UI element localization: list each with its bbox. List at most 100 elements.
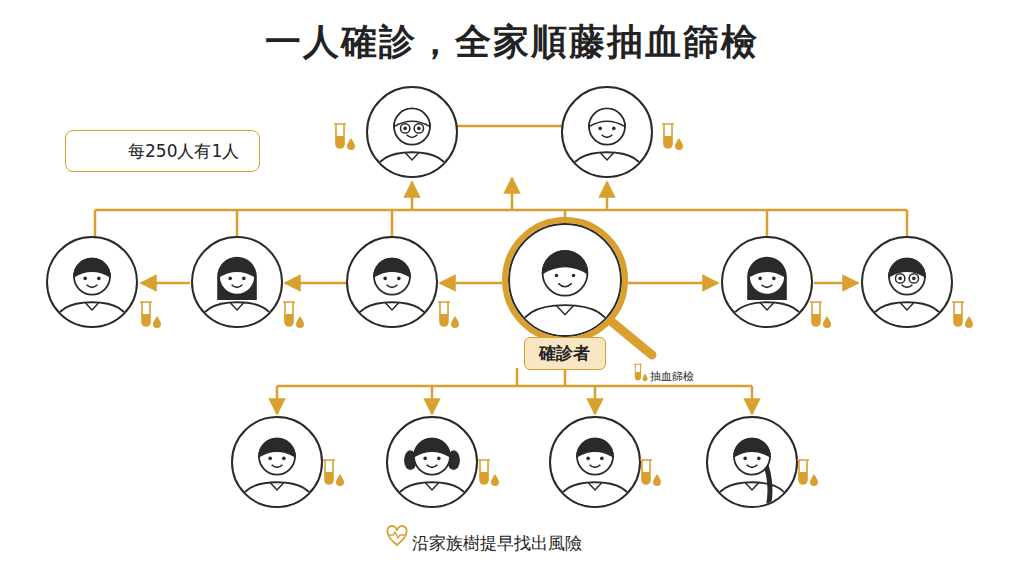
person-figure [557,439,634,507]
collar [900,303,914,310]
eye [403,127,407,131]
blood-drop [296,316,304,328]
hair [749,259,785,277]
portrait-circle [192,237,282,327]
blood-drop [153,316,161,328]
collar [600,153,614,160]
head [589,109,625,145]
smile [87,285,98,288]
collar [85,303,99,310]
eye [383,277,387,281]
hair [74,259,110,277]
portrait-circle [562,87,652,177]
person-figure [394,439,471,507]
tree-line [594,386,597,414]
eye [743,457,747,461]
shoulders [869,302,946,327]
person-portrait [232,417,322,507]
eye [572,274,576,278]
glasses [400,124,409,133]
person-figure [199,257,276,327]
magnifier-handle [612,322,652,355]
hair [589,109,625,127]
collar [557,306,574,315]
patient-badge: 確診者 [524,337,606,370]
shoulders [569,152,646,177]
blood-tube-icon [438,302,459,328]
eye [612,127,616,131]
portrait-circle [509,224,621,336]
tree-line [431,386,434,414]
head [219,259,255,295]
glasses [895,274,904,283]
blood-tube-icon [334,124,355,150]
smile [590,465,601,468]
tube-outline [810,302,822,326]
person-figure [374,109,451,177]
shoulders [54,302,131,327]
tree-line [814,282,858,285]
eye [423,457,427,461]
tree-line [564,210,567,218]
head [74,259,110,295]
person-portrait [862,237,952,327]
shoulders [557,482,634,507]
collar [230,303,244,310]
tree-line [95,209,907,212]
person-portrait [722,237,812,327]
diagram-caption: 沿家族樹提早找出風險 [412,532,582,555]
hair [543,251,588,273]
head [374,259,410,295]
tube-outline [952,302,964,326]
eye [397,277,401,281]
shoulders [374,152,451,177]
head [414,439,450,475]
blood-drop [642,373,647,381]
eye [437,457,441,461]
person-figure [354,259,431,327]
blood-drop [336,474,344,486]
smile [407,135,418,138]
blood-drop [675,138,683,150]
smile [902,285,913,288]
hair [734,439,770,457]
glasses [414,124,423,133]
tree-line [94,210,97,237]
eye [912,277,916,281]
hair [217,257,257,300]
blood-tube-icon [810,302,831,328]
tube-outline [323,460,335,484]
tube-outline [438,302,450,326]
collar [405,153,419,160]
diagram-title: 一人確診，全家順藤抽血篩檢 [0,18,1024,67]
tree-line [766,210,769,237]
shoulders [714,482,791,507]
blood-tube-icon [634,364,648,381]
person-figure [869,259,946,327]
person-figure [239,439,316,507]
shoulders [354,302,431,327]
portrait-circle [722,237,812,327]
shoulders [729,302,806,327]
tube-outline [140,302,152,326]
collar [425,483,439,490]
portrait-circle [707,417,797,507]
tube-outline [334,124,346,148]
blood-tube-icon [952,302,973,328]
portrait-circle [387,417,477,507]
hair [259,439,295,457]
eye [282,457,286,461]
tree-line [516,368,519,386]
hair [374,259,410,277]
shoulders [394,482,471,507]
tree-line [440,282,502,285]
blood-drop [965,316,973,328]
portrait-circle [367,87,457,177]
hair [414,439,450,457]
tube-outline [634,364,642,380]
blood-drop [810,474,818,486]
blood-drop [653,474,661,486]
blood-tube-icon [140,302,161,328]
tree-line [236,210,239,237]
